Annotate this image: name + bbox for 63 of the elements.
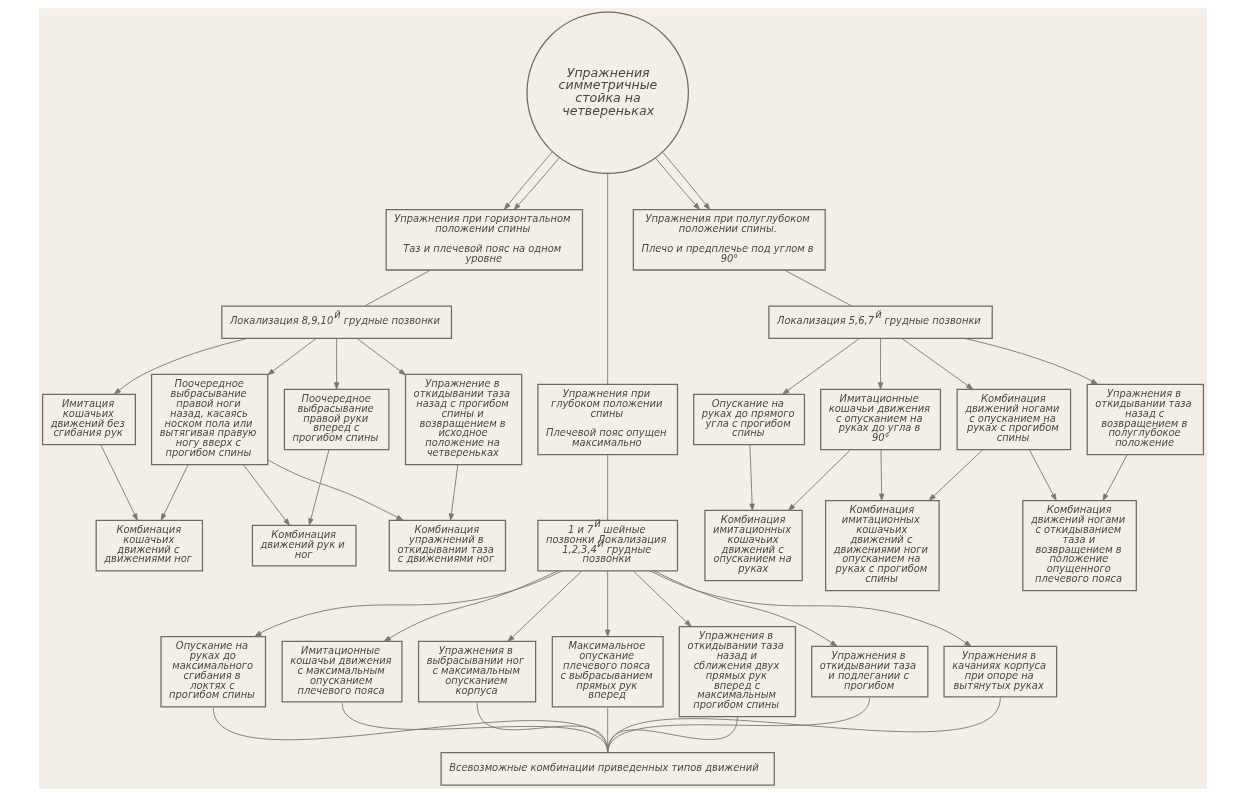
arrow <box>605 570 611 637</box>
node-box: Комбинация кошачьих движений с движениями ног <box>95 519 204 572</box>
arrow <box>901 338 974 390</box>
node-box: Упражнения в откидывании таза и подлегании с прогибом <box>811 645 929 698</box>
node-box: Упражнения при полуглубоком положении спины. Плечо и предплечье под углом в 90° <box>632 209 826 271</box>
arrow <box>662 151 711 210</box>
arrow <box>928 449 984 501</box>
node-box: Опускание на руках до максимального сгибания в локтях с прогибом спины <box>160 635 267 708</box>
node-box: Максимальное опускание плечевого пояса с выбрасыванием прямых рук вперед <box>551 635 664 708</box>
arrow <box>655 157 701 210</box>
arrow <box>1028 449 1057 501</box>
arrow <box>356 338 406 376</box>
arrow <box>749 444 755 511</box>
arrow <box>448 464 459 521</box>
arrow <box>649 570 972 647</box>
connector <box>607 454 609 521</box>
node-box: Комбинация движений ногами с опусканием на руках с прогибом спины <box>956 388 1072 451</box>
node-box: Поочередное выбрасывание правой ноги назад, касаясь носком пола или вытягивая правую ногу вверх с прогибом спины <box>150 373 269 466</box>
node-box: Комбинация движений ногами с откидыванием таза и возвращением в положение опущенного плечевого пояса <box>1022 499 1137 592</box>
arrow <box>513 157 560 211</box>
arrow <box>878 449 885 501</box>
node-box: Комбинация движений рук и ног <box>251 524 357 567</box>
node-box: Имитационные кошачьи движения с опусканием на руках до угла в 90° <box>820 388 942 451</box>
arrow <box>267 459 404 521</box>
arrow <box>653 570 838 647</box>
arrow <box>1102 454 1128 501</box>
arrow <box>383 570 559 642</box>
arrow <box>632 570 692 627</box>
connector <box>364 269 432 307</box>
arrow <box>877 338 884 390</box>
node-box: Упражнения при глубоком положении спины Плечевой пояс опущен максимально <box>537 383 679 456</box>
connector <box>607 697 1001 754</box>
node-box: Опускание на руках до прямого угла с прогибом спины <box>693 393 806 446</box>
arrow <box>782 338 860 395</box>
node-box: Упражнения в откидывании таза назад и сближения двух прямых рук вперед с максимальным прогибом спины <box>678 626 797 718</box>
node-box: Упражнения в выбрасывании ног с максимальным опусканием корпуса <box>417 640 537 703</box>
node-box: Комбинация имитационных кошачьих движений с опусканием на руках <box>704 509 803 582</box>
node-box: Всевозможные комбинации приведенных типов движений <box>440 752 775 786</box>
connector <box>607 173 609 385</box>
arrow <box>788 449 851 511</box>
node-box: Упражнения при горизонтальном положении спины Таз и плечевой пояс на одном уровне <box>385 209 584 271</box>
node-box: Упражнение в откидывании таза назад с прогибом спины и возвращением в исходное положение на четвереньках <box>404 373 523 466</box>
arrow <box>333 338 340 390</box>
arrow <box>964 338 1099 385</box>
node-box: Поочередное выбрасывание правой руки вперед с прогибом спины <box>283 388 390 451</box>
arrow <box>507 570 583 642</box>
node-circle: Упражнения симметричные стойка на четвереньках <box>526 11 689 175</box>
node-box: Имитационные кошачьи движения с максимальным опусканием плечевого пояса <box>281 640 403 703</box>
node-box: Комбинация упражнений в откидывании таза с движениями ног <box>388 519 507 572</box>
arrow <box>242 464 290 526</box>
arrow <box>503 151 553 210</box>
arrow <box>254 570 563 637</box>
connector <box>783 269 853 307</box>
node-box: Упражнения в откидывании таза назад с возвращением в полуглубокое положение <box>1086 383 1205 456</box>
connector <box>607 697 871 754</box>
arrow <box>100 444 138 521</box>
arrow <box>113 338 248 395</box>
arrow <box>267 338 317 376</box>
node-box: Имитация кошачьих движений без сгибания рук <box>41 393 136 446</box>
node-box: Комбинация имитационных кошачьих движений с движениями ноги опусканием на руках с прогибом спины <box>825 499 940 592</box>
arrow <box>160 464 189 521</box>
node-box: Упражнения в качаниях корпуса при опоре на вытянутых руках <box>943 645 1058 698</box>
arrow <box>308 449 330 526</box>
